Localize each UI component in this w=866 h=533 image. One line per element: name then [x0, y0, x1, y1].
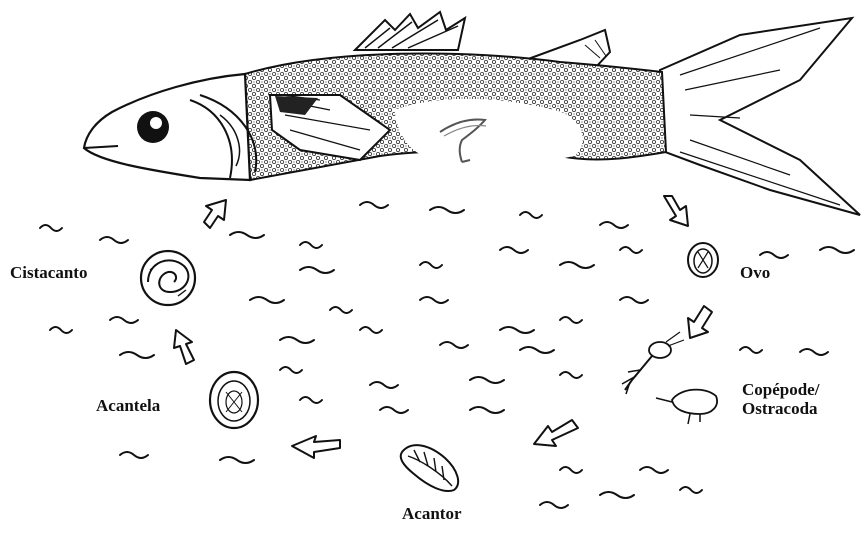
water-ripple	[560, 262, 594, 268]
water-ripple	[520, 347, 554, 353]
egg-icon	[688, 243, 718, 277]
water-ripple	[560, 467, 582, 473]
water-ripple	[120, 352, 154, 358]
water-ripple	[600, 222, 628, 228]
water-ripple	[560, 372, 582, 378]
label-ostracoda: Ostracoda	[742, 399, 819, 418]
water-ripple	[280, 337, 314, 343]
water-ripple	[300, 267, 334, 273]
water-ripple	[620, 297, 648, 303]
water-ripple	[820, 247, 854, 253]
water-ripple	[760, 252, 788, 258]
water-ripple	[740, 347, 762, 353]
water-ripple	[470, 377, 504, 383]
cystacanth-icon	[141, 251, 195, 305]
water-ripple	[620, 247, 642, 253]
label-acantor: Acantor	[402, 504, 461, 523]
water-ripple	[220, 457, 254, 463]
ostracod-icon	[656, 390, 717, 424]
fish-host-icon	[84, 12, 860, 215]
water-ripple	[110, 317, 138, 323]
label-copepode-ostracoda: Copépode/ Ostracoda	[742, 380, 819, 418]
water-ripple	[430, 207, 464, 213]
water-ripple	[380, 407, 408, 413]
label-acantela: Acantela	[96, 396, 160, 415]
water-ripple	[280, 367, 302, 373]
water-ripple	[420, 297, 448, 303]
water-ripple	[330, 307, 352, 313]
water-ripple	[250, 297, 284, 303]
acanthella-icon	[210, 372, 258, 428]
water-ripple	[300, 242, 322, 248]
acanthor-icon	[401, 445, 458, 491]
water-ripple	[420, 262, 442, 268]
water-ripple	[120, 452, 148, 458]
water-ripple	[230, 232, 264, 238]
water-ripple	[360, 327, 382, 333]
label-cistacanto: Cistacanto	[10, 263, 87, 282]
water-ripple	[640, 467, 668, 473]
water-ripple	[500, 327, 534, 333]
water-ripple	[520, 212, 542, 218]
copepod-icon	[622, 332, 684, 394]
water-ripple	[40, 225, 62, 231]
water-ripple	[100, 237, 128, 243]
water-ripple	[540, 502, 568, 508]
water-ripple	[440, 342, 468, 348]
water-ripple	[800, 349, 828, 355]
water-ripple	[360, 202, 388, 208]
water-ripple	[600, 492, 634, 498]
water-ripple	[300, 397, 322, 403]
water-ripple	[560, 317, 582, 323]
water-ripple	[680, 487, 702, 493]
cycle-arrow-icon	[174, 196, 712, 458]
water-ripple	[470, 407, 504, 413]
water-ripple	[50, 327, 72, 333]
label-copepode: Copépode/	[742, 380, 819, 399]
label-ovo: Ovo	[740, 263, 770, 282]
water-ripple	[500, 247, 528, 253]
water-ripple	[370, 382, 398, 388]
